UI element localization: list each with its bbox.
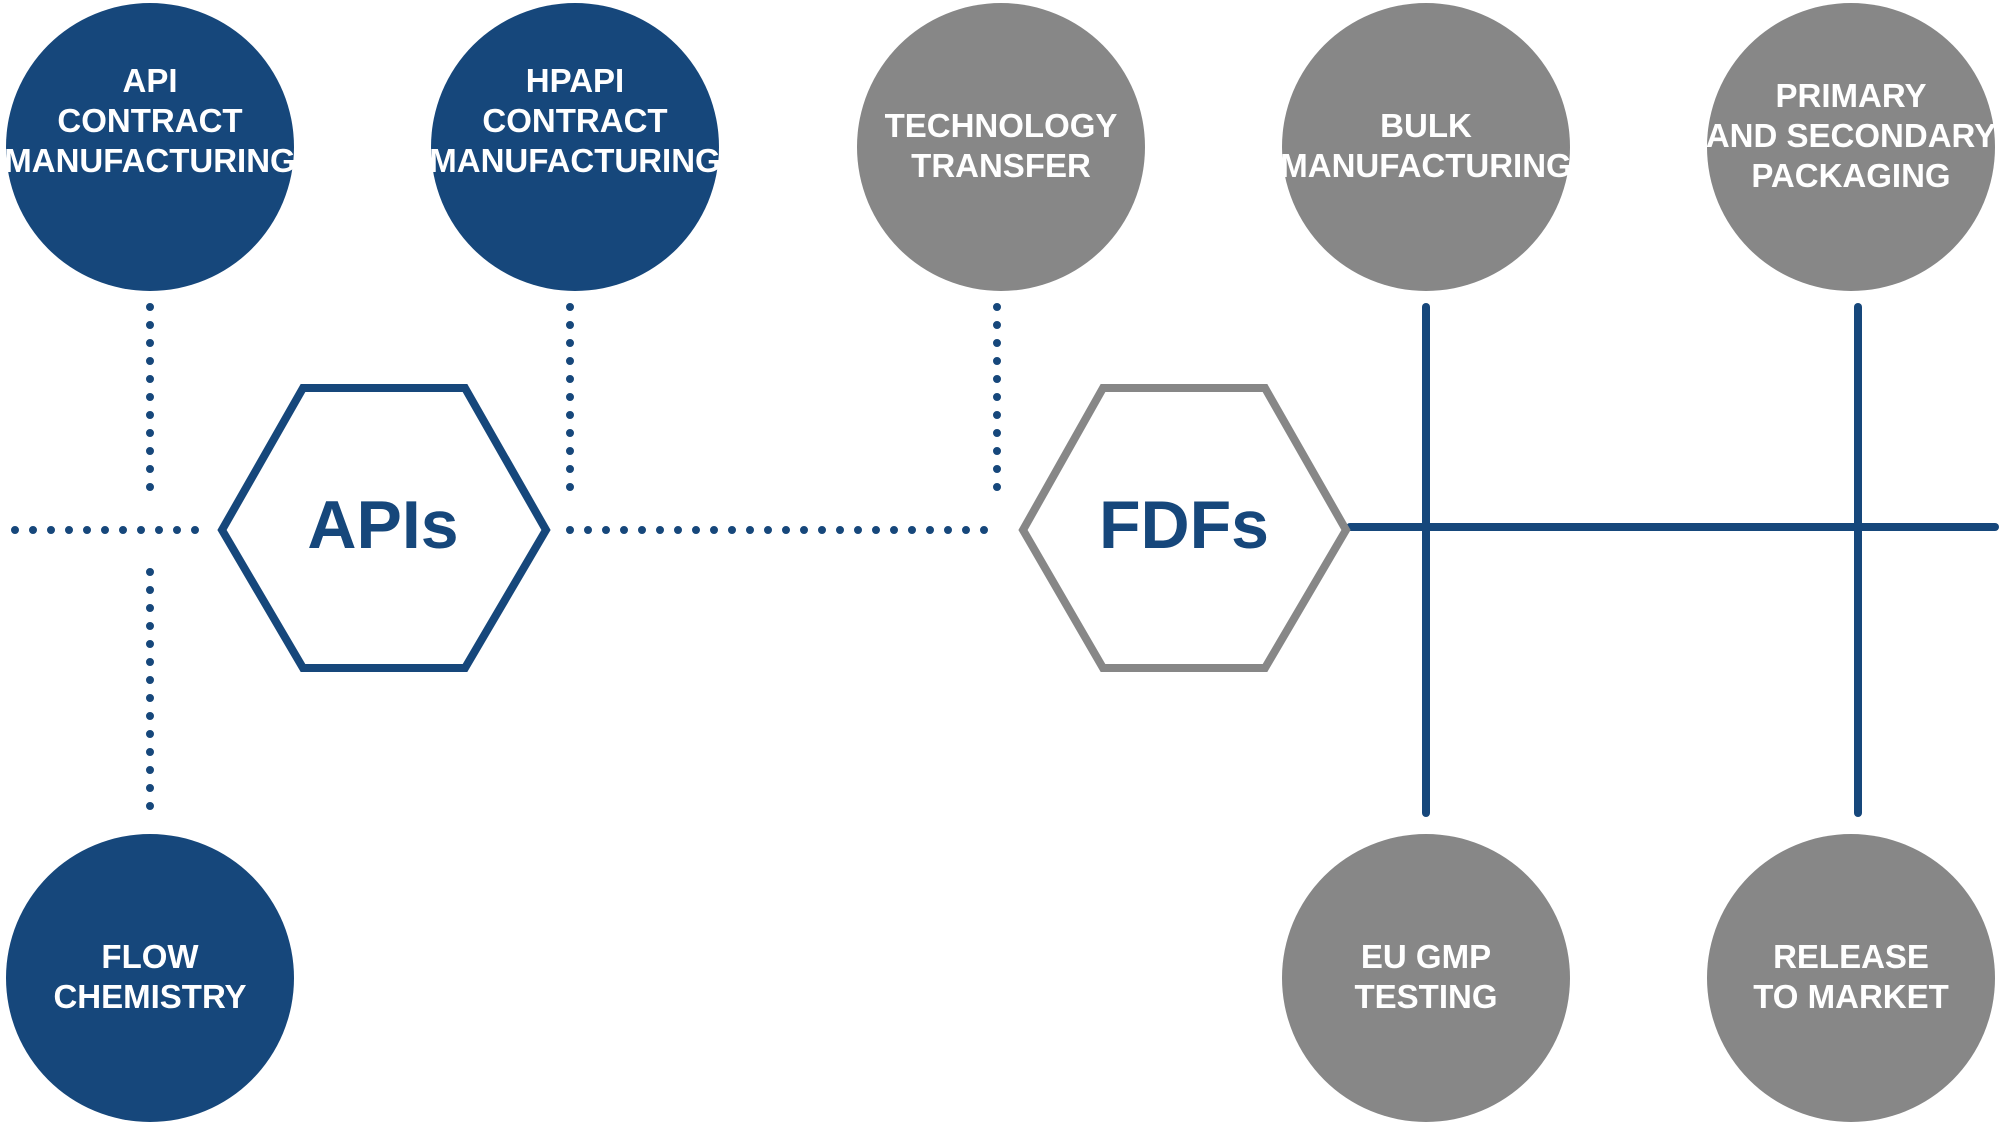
hexagon-fdfs-shape <box>1018 384 1351 672</box>
node-label-line: TECHNOLOGY <box>885 107 1118 144</box>
node-label-line: CONTRACT <box>482 102 667 139</box>
node-label-line: MANUFACTURING <box>1280 147 1571 184</box>
node-label-line: PACKAGING <box>1751 157 1950 194</box>
node-label-line: PRIMARY <box>1776 77 1927 114</box>
node-circle <box>6 834 294 1122</box>
node-flow-chemistry: FLOW CHEMISTRY <box>6 834 294 1122</box>
node-circle <box>6 3 294 291</box>
node-label-line: AND SECONDARY <box>1706 117 1996 154</box>
node-label-line: TESTING <box>1354 978 1497 1015</box>
node-label-line: RELEASE <box>1773 938 1929 975</box>
node-release-to-market: RELEASE TO MARKET <box>1707 834 1995 1122</box>
node-label-line: TRANSFER <box>911 147 1091 184</box>
solid-connectors <box>1346 303 1999 817</box>
node-label-line: HPAPI <box>526 62 624 99</box>
hexagon-apis-label: APIs <box>307 487 458 563</box>
node-label-line: MANUFACTURING <box>4 142 295 179</box>
node-label-line: FLOW <box>101 938 199 975</box>
hexagon-fdfs: FDFs <box>1018 384 1351 672</box>
node-label-line: TO MARKET <box>1753 978 1949 1015</box>
node-hpapi-contract-manufacturing: HPAPI CONTRACT MANUFACTURING <box>429 3 721 291</box>
node-circle <box>431 3 719 291</box>
node-technology-transfer: TECHNOLOGY TRANSFER <box>857 3 1145 291</box>
node-circle <box>1707 3 1995 291</box>
hexagon-apis-shape <box>217 384 551 672</box>
node-eu-gmp-testing: EU GMP TESTING <box>1282 834 1570 1122</box>
node-bulk-manufacturing: BULK MANUFACTURING <box>1280 3 1572 291</box>
node-label-line: MANUFACTURING <box>429 142 720 179</box>
hexagon-apis: APIs <box>217 384 551 672</box>
node-circle <box>1282 834 1570 1122</box>
node-label-line: API <box>122 62 177 99</box>
node-primary-secondary-packaging: PRIMARY AND SECONDARY PACKAGING <box>1706 3 1996 291</box>
node-circle <box>1707 834 1995 1122</box>
node-label-line: CONTRACT <box>57 102 242 139</box>
dotted-connectors <box>11 303 1004 817</box>
node-label-line: CHEMISTRY <box>53 978 246 1015</box>
node-api-contract-manufacturing: API CONTRACT MANUFACTURING <box>4 3 296 291</box>
node-circle <box>1282 3 1570 291</box>
node-circle <box>857 3 1145 291</box>
node-label-line: BULK <box>1380 107 1472 144</box>
hexagon-fdfs-label: FDFs <box>1099 487 1269 563</box>
node-label-line: EU GMP <box>1361 938 1491 975</box>
